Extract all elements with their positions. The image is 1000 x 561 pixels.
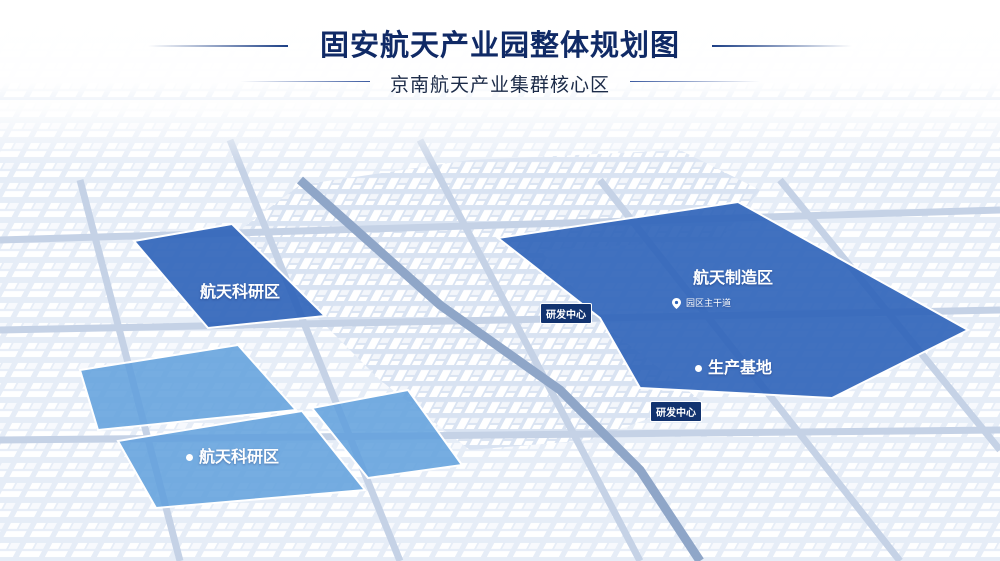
main-arterial-road — [297, 176, 704, 561]
main-road-marker: 园区主干道 — [672, 296, 731, 309]
research-dot-icon — [186, 454, 193, 461]
page-subtitle: 京南航天产业集群核心区 — [389, 74, 610, 96]
production-base-label: 生产基地 — [695, 354, 772, 378]
subtitle-rule-right — [630, 81, 760, 82]
research-zone-north-label: 航天科研区 — [200, 282, 281, 301]
research-zone-north — [132, 222, 328, 330]
manufacturing-zone-label: 航天制造区 — [693, 268, 774, 287]
title-rule-right — [712, 45, 852, 47]
subtitle-rule-left — [240, 81, 370, 82]
rd-center-tag-south: 研发中心 — [650, 401, 702, 422]
research-zone-south — [116, 409, 367, 510]
research-zone-south-label: 航天科研区 — [186, 443, 279, 467]
location-pin-icon — [672, 298, 681, 309]
rd-center-tag-north: 研发中心 — [540, 303, 592, 324]
header-band — [0, 0, 1000, 118]
page-title: 固安航天产业园整体规划图 — [319, 28, 680, 62]
production-dot-icon — [695, 365, 702, 372]
manufacturing-zone — [495, 200, 971, 400]
research-zone-center — [310, 388, 464, 480]
title-rule-left — [148, 45, 288, 47]
research-zone-west — [78, 343, 299, 432]
